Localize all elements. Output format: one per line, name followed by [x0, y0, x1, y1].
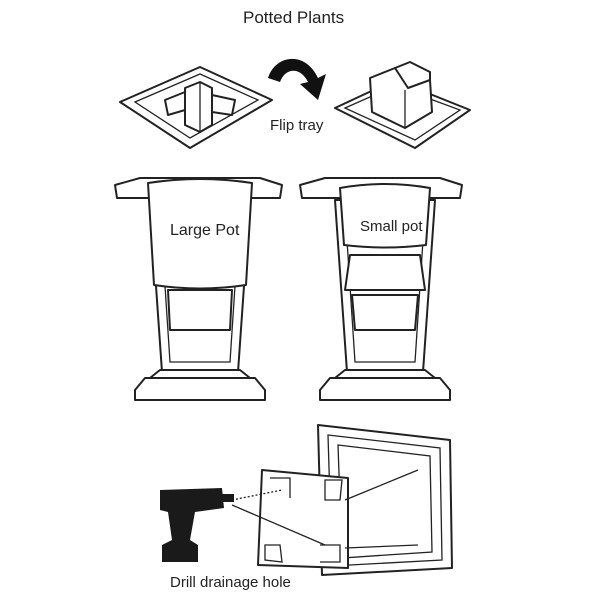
drill-icon [160, 488, 234, 562]
planter-upside-down [231, 424, 453, 576]
small-pot-label: Small pot [360, 218, 423, 235]
large-pot-label: Large Pot [170, 222, 240, 239]
page-title: Potted Plants [243, 8, 345, 27]
planter-large-pot [114, 177, 283, 401]
tray-upright [119, 66, 273, 149]
planter-small-pot [299, 177, 463, 401]
flip-tray-label: Flip tray [270, 117, 324, 134]
drill-label: Drill drainage hole [170, 574, 291, 591]
flip-arrow-icon [268, 58, 326, 100]
tray-flipped [334, 61, 471, 149]
